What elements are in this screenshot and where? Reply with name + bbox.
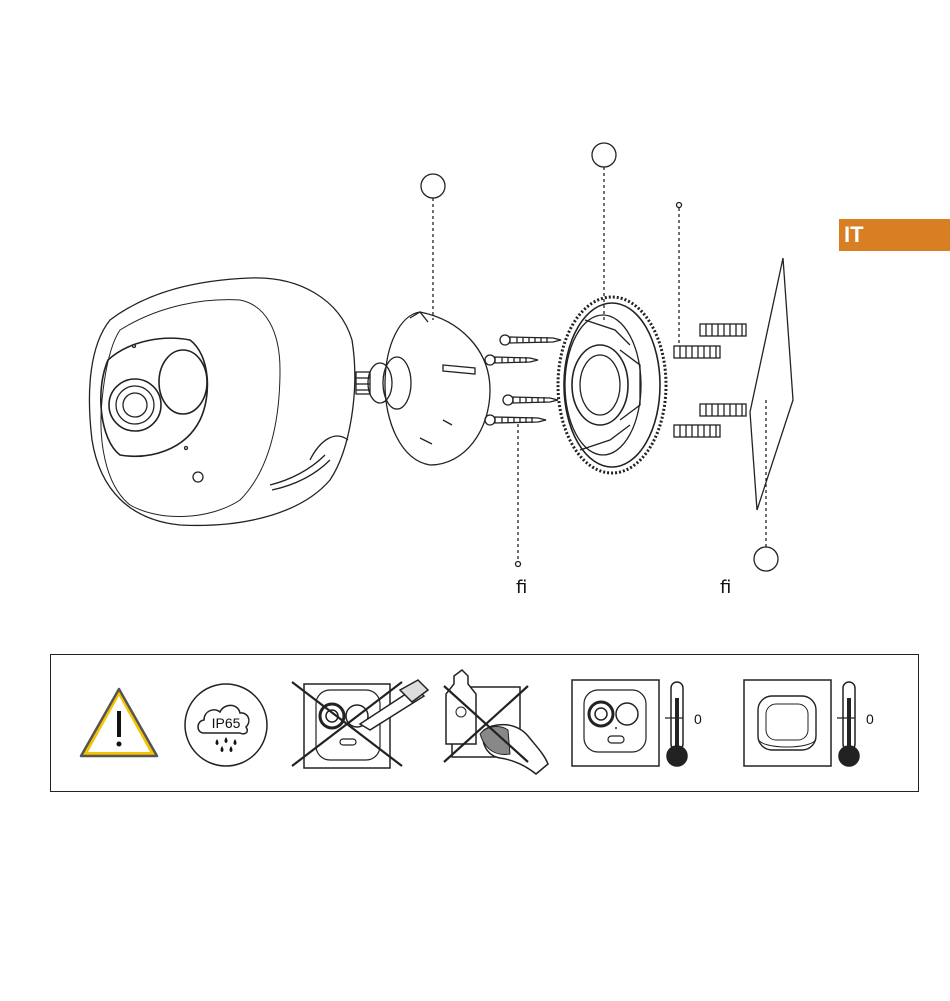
- callout-caption-left: ﬁ: [516, 577, 527, 598]
- camera-temperature-icon: [570, 678, 694, 770]
- camera-body: [89, 278, 354, 526]
- swivel-joint: [356, 357, 411, 409]
- base-station-temperature-icon: [742, 678, 866, 770]
- camera-temperature-value: 0: [694, 711, 702, 727]
- callouts: [421, 143, 778, 571]
- wall-plane: [750, 258, 793, 510]
- mounting-base: [558, 297, 666, 473]
- wall-anchors: [674, 324, 746, 437]
- ip65-rain-icon: IP65: [182, 681, 270, 769]
- language-tab: IT: [839, 219, 950, 251]
- callout-caption-right: ﬁ: [720, 577, 731, 598]
- installation-diagram: [0, 0, 950, 640]
- no-chemical-cleaner-icon: [440, 664, 552, 784]
- no-disassembly-icon: [290, 676, 430, 772]
- base-station-temperature-value: 0: [866, 711, 874, 727]
- mounting-plate: [385, 312, 490, 465]
- ip-rating-label: IP65: [212, 715, 241, 731]
- warning-icon: [78, 686, 160, 760]
- screws-set-1: [485, 335, 561, 425]
